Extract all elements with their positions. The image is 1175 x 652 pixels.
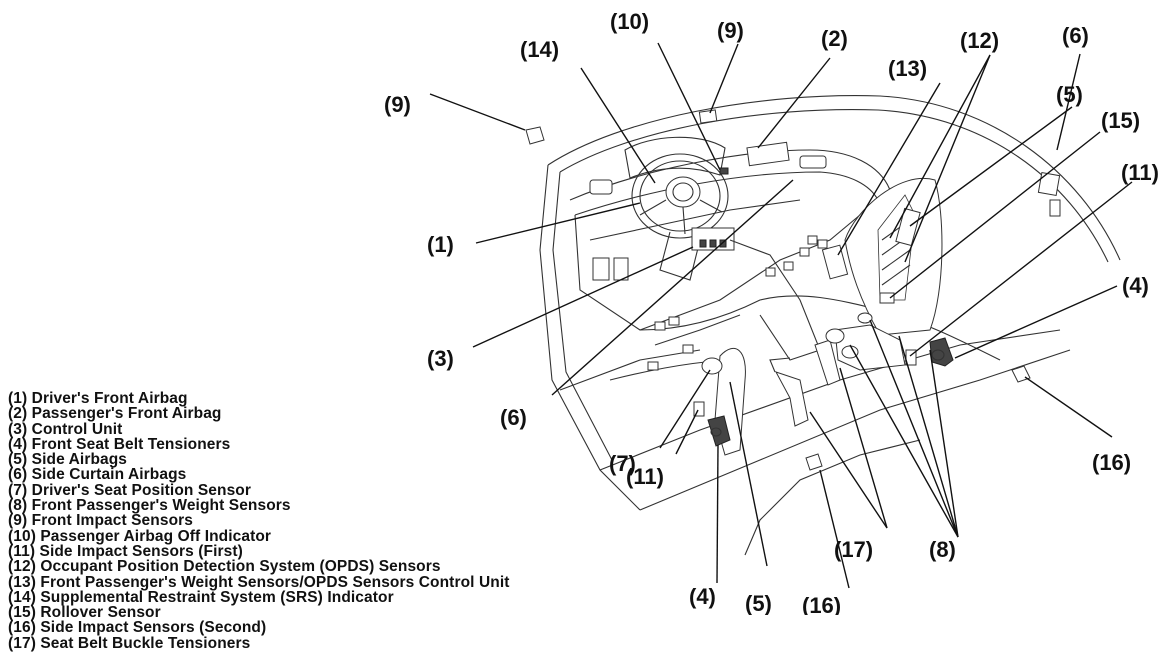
- callout-15: (15): [1101, 108, 1140, 133]
- callout-3: (3): [427, 346, 454, 371]
- legend-item-passenger-front-airbag: (2) Passenger's Front Airbag: [8, 405, 222, 423]
- legend-item-control-unit: (3) Control Unit: [8, 420, 123, 438]
- callout-16-right: (16): [1092, 450, 1131, 475]
- callout-9-left: (9): [384, 92, 411, 117]
- callout-14: (14): [520, 37, 559, 62]
- legend-item-weight-opds-control-unit: (13) Front Passenger's Weight Sensors/OP…: [8, 573, 510, 591]
- legend-item-passenger-airbag-off-indicator: (10) Passenger Airbag Off Indicator: [8, 527, 272, 545]
- callout-9-top: (9): [717, 18, 744, 43]
- leader-lines: [429, 42, 1133, 589]
- callout-6-right: (6): [1062, 23, 1089, 48]
- legend-item-driver-front-airbag: (1) Driver's Front Airbag: [8, 390, 188, 407]
- callout-10: (10): [610, 9, 649, 34]
- callout-5-right: (5): [1056, 82, 1083, 107]
- vehicle-interior-illustration: [525, 95, 1121, 556]
- legend-item-front-seat-belt-tensioners: (4) Front Seat Belt Tensioners: [8, 435, 231, 453]
- callout-4-bottom: (4): [689, 584, 716, 609]
- component-legend: (1) Driver's Front Airbag (2) Passenger'…: [8, 390, 510, 652]
- callout-2: (2): [821, 26, 848, 51]
- callout-11-right: (11): [1121, 160, 1159, 185]
- callouts: (1) (2) (3) (4) (4) (5) (5) (6) (6) (7) …: [384, 9, 1159, 615]
- callout-4-right: (4): [1122, 273, 1149, 298]
- callout-16-bottom: (16): [802, 593, 841, 615]
- callout-13: (13): [888, 56, 927, 81]
- callout-7: (7): [609, 451, 636, 476]
- callout-6-left: (6): [500, 405, 527, 430]
- srs-component-diagram: (1) (2) (3) (4) (4) (5) (5) (6) (6) (7) …: [384, 9, 1159, 615]
- callout-8: (8): [929, 537, 956, 562]
- legend-item-opds-sensors: (12) Occupant Position Detection System …: [8, 558, 441, 576]
- legend-item-front-impact-sensors: (9) Front Impact Sensors: [8, 512, 193, 530]
- legend-item-rollover-sensor: (15) Rollover Sensor: [8, 604, 161, 622]
- legend-item-driver-seat-position-sensor: (7) Driver's Seat Position Sensor: [8, 481, 252, 499]
- legend-item-side-impact-sensors-second: (16) Side Impact Sensors (Second): [8, 619, 267, 637]
- legend-item-side-curtain-airbags: (6) Side Curtain Airbags: [8, 466, 187, 484]
- callout-17: (17): [834, 537, 873, 562]
- callout-5-bottom: (5): [745, 591, 772, 615]
- legend-item-srs-indicator: (14) Supplemental Restraint System (SRS)…: [8, 588, 394, 606]
- legend-item-side-impact-sensors-first: (11) Side Impact Sensors (First): [8, 542, 243, 560]
- callout-12: (12): [960, 28, 999, 53]
- legend-item-seat-belt-buckle-tensioners: (17) Seat Belt Buckle Tensioners: [8, 634, 251, 652]
- legend-item-side-airbags: (5) Side Airbags: [8, 451, 128, 469]
- callout-11-left: (11): [626, 464, 664, 489]
- callout-1: (1): [427, 232, 454, 257]
- legend-item-passenger-weight-sensors: (8) Front Passenger's Weight Sensors: [8, 497, 291, 515]
